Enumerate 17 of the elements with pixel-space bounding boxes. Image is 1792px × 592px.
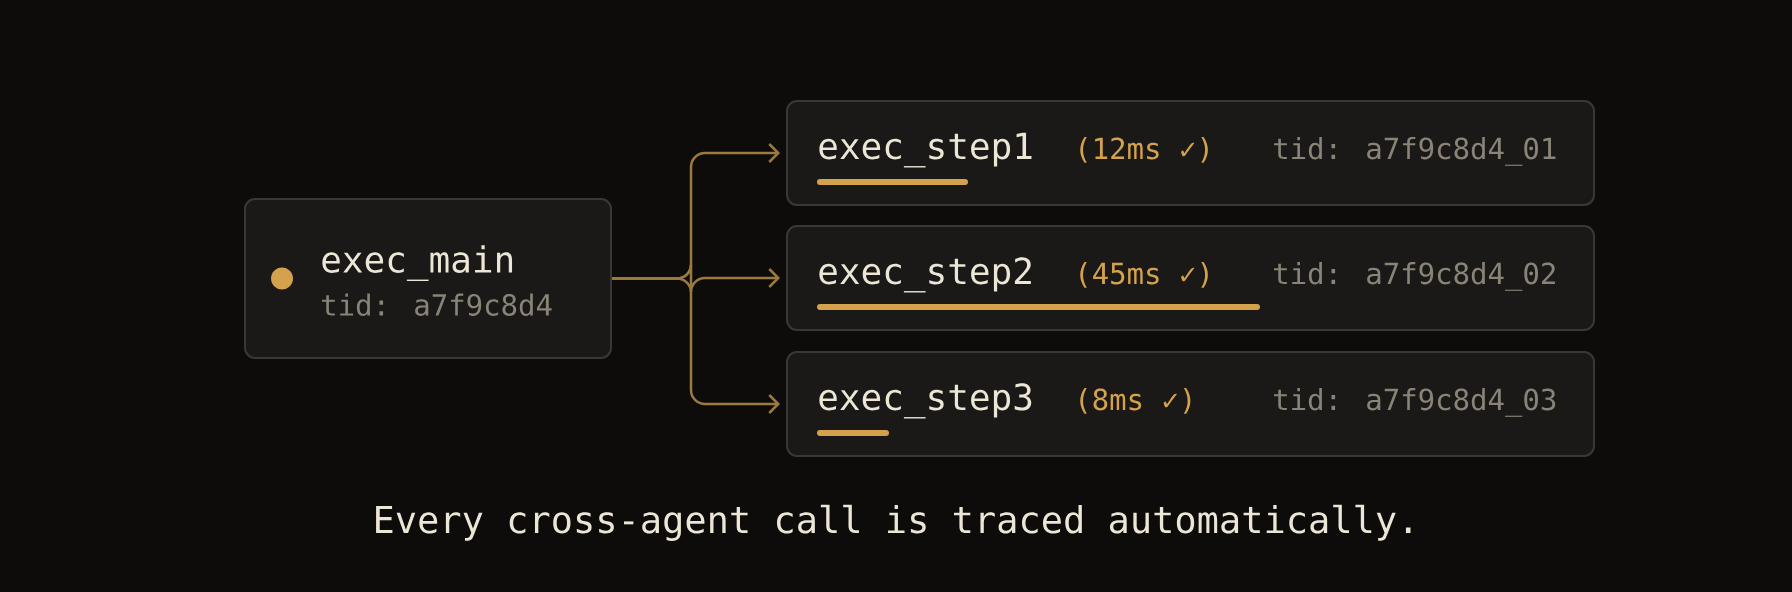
process-box [786, 225, 1595, 331]
step-name: exec_step3 [819, 383, 1032, 419]
step-name: exec_step2 [819, 257, 1031, 293]
trace-id: tid: a7f9c8d4_02 [1274, 261, 1555, 291]
node-title: exec_main [322, 245, 513, 281]
process-box [244, 198, 612, 359]
caption: Every cross-agent call is traced automatically. [376, 504, 1411, 541]
arrow [612, 277, 780, 414]
process-box [786, 351, 1595, 457]
duration: (8ms ✓) [1080, 388, 1191, 414]
step-name: exec_step1 [819, 132, 1032, 168]
duration: (12ms ✓) [1080, 137, 1208, 163]
trace-id: tid: a7f9c8d4_01 [1274, 136, 1556, 166]
trace-id: tid: a7f9c8d4 [322, 293, 552, 316]
duration: (45ms ✓) [1080, 262, 1208, 288]
process-box [786, 100, 1595, 206]
trace-id: tid: a7f9c8d4_03 [1274, 387, 1556, 417]
